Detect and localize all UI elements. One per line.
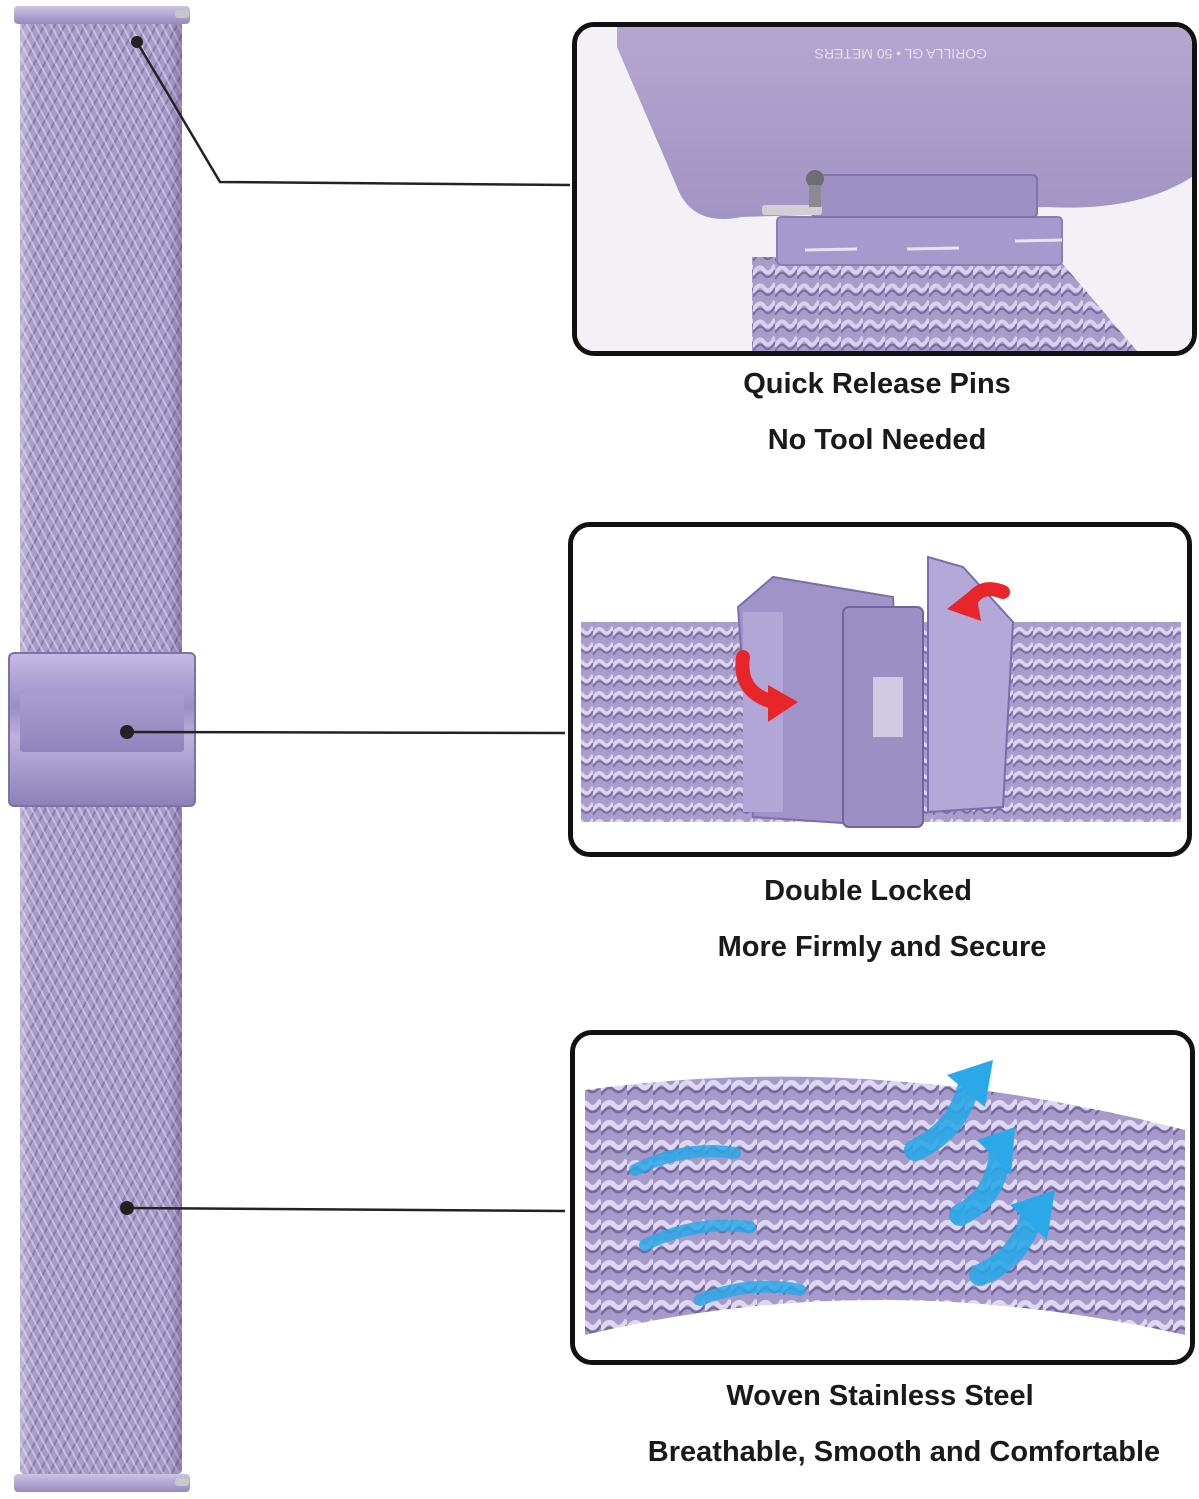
feature-2-subtitle: More Firmly and Secure (717, 931, 1047, 963)
callout-line-pins (135, 41, 571, 187)
blue-airflow-icon (629, 1145, 741, 1176)
watch-case-engraving: GORILLA GL • 50 METERS (815, 46, 987, 62)
feature-1-subtitle: No Tool Needed (767, 424, 987, 456)
strap-buckle (8, 652, 196, 807)
callout-line-mesh (126, 1206, 566, 1213)
bottom-release-pin (175, 1478, 189, 1486)
blue-airflow-icon (694, 1280, 806, 1306)
watch-closeup-illustration: GORILLA GL • 50 METERS (577, 27, 1192, 351)
feature-3-subtitle: Breathable, Smooth and Comfortable (647, 1436, 1161, 1468)
strap-bottom-end (14, 1474, 190, 1492)
panel-quick-release: GORILLA GL • 50 METERS (572, 22, 1197, 356)
callout-line-buckle (126, 730, 566, 735)
panel-woven-steel (570, 1030, 1195, 1365)
red-arrow-right-icon (735, 650, 780, 709)
top-release-pin (175, 10, 189, 18)
strap-top-end (14, 6, 190, 24)
callout-dot-mesh (120, 1201, 134, 1215)
feature-2-title: Double Locked (764, 875, 972, 907)
buckle-closeup-illustration (573, 527, 1187, 852)
callout-dot-buckle (120, 725, 134, 739)
callout-dot-pins (131, 36, 143, 48)
panel-double-locked (568, 522, 1192, 857)
feature-3-title: Woven Stainless Steel (726, 1380, 1034, 1412)
blue-airflow-icon (639, 1219, 756, 1251)
feature-1-title: Quick Release Pins (743, 368, 1011, 400)
mesh-closeup-illustration (575, 1035, 1190, 1360)
